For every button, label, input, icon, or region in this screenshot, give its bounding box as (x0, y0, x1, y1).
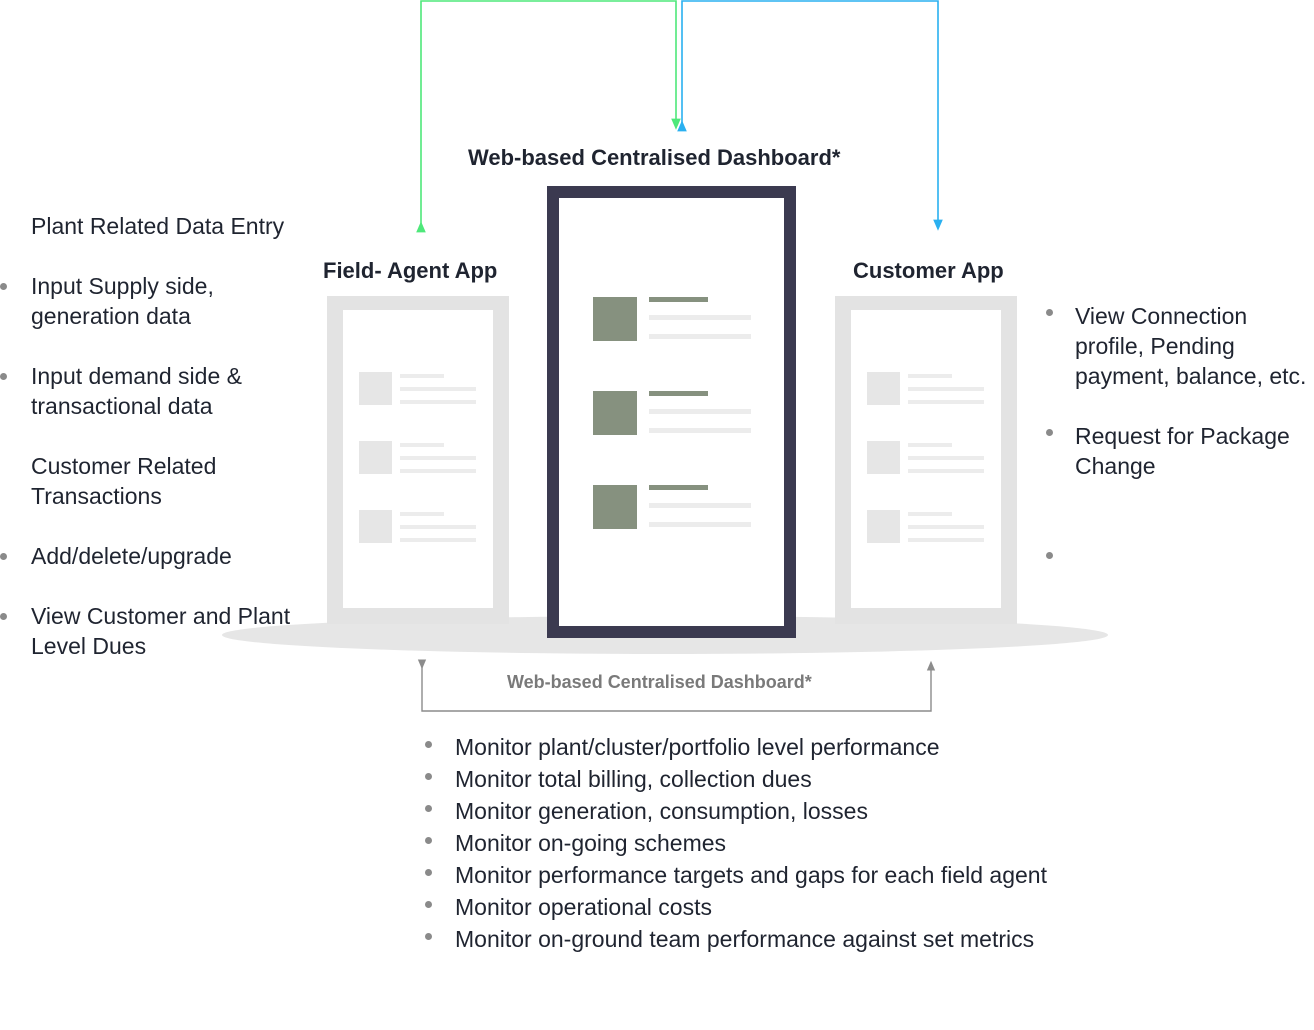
placeholder-block (593, 485, 637, 529)
placeholder-block (359, 441, 392, 474)
customer-item: View Connection profile, Pending payment… (1046, 301, 1310, 391)
placeholder-line (400, 512, 444, 516)
dashboard-item: Monitor on-going schemes (425, 828, 1275, 858)
customer-app-title: Customer App (853, 258, 1004, 283)
placeholder-line (908, 525, 984, 529)
placeholder-line (649, 334, 751, 339)
placeholder-line (649, 315, 751, 320)
field-agent-item: Add/delete/upgrade (0, 541, 301, 571)
dashboard-item: Monitor plant/cluster/portfolio level pe… (425, 732, 1275, 762)
placeholder-line (400, 538, 476, 542)
placeholder-line (649, 485, 708, 490)
dashboard-device (547, 186, 796, 638)
placeholder-line (649, 391, 708, 396)
placeholder-block (593, 391, 637, 435)
dashboard-item: Monitor performance targets and gaps for… (425, 860, 1275, 890)
dashboard-top-title: Web-based Centralised Dashboard* (468, 145, 841, 170)
field-agent-app-title: Field- Agent App (323, 258, 498, 283)
placeholder-block (867, 372, 900, 405)
field-agent-item: Input Supply side, generation data (0, 271, 301, 331)
placeholder-line (908, 374, 952, 378)
field-agent-item: Customer Related Transactions (31, 453, 217, 509)
dashboard-device-screen (559, 198, 784, 626)
placeholder-line (400, 387, 476, 391)
dashboard-bottom-label: Web-based Centralised Dashboard* (507, 672, 812, 692)
dashboard-item: Monitor operational costs (425, 892, 1275, 922)
placeholder-block (867, 510, 900, 543)
customer-feature-list: View Connection profile, Pending payment… (1046, 301, 1310, 511)
placeholder-line (649, 409, 751, 414)
customer-item: Request for Package Change (1046, 421, 1310, 481)
field-agent-phone (327, 296, 509, 624)
field-agent-item: Input demand side & transactional data (0, 361, 301, 421)
dashboard-item: Monitor generation, consumption, losses (425, 796, 1275, 826)
gray-bracket-connector (417, 659, 936, 712)
placeholder-line (649, 503, 751, 508)
blue-connector (677, 0, 943, 231)
empty-bullet (1046, 552, 1053, 559)
placeholder-line (649, 297, 708, 302)
field-agent-phone-screen (343, 310, 493, 608)
placeholder-line (908, 387, 984, 391)
placeholder-block (867, 441, 900, 474)
placeholder-block (593, 297, 637, 341)
dashboard-item: Monitor on-ground team performance again… (425, 924, 1275, 954)
placeholder-block (359, 372, 392, 405)
green-connector (416, 0, 681, 233)
placeholder-line (400, 443, 444, 447)
customer-phone (835, 296, 1017, 624)
placeholder-line (400, 456, 476, 460)
placeholder-line (908, 538, 984, 542)
placeholder-line (908, 443, 952, 447)
customer-phone-screen (851, 310, 1001, 608)
field-agent-item: Plant Related Data Entry (31, 213, 285, 239)
placeholder-line (649, 428, 751, 433)
placeholder-block (359, 510, 392, 543)
placeholder-line (908, 400, 984, 404)
field-agent-item: View Customer and Plant Level Dues (0, 601, 301, 661)
placeholder-line (908, 512, 952, 516)
dashboard-feature-list: Monitor plant/cluster/portfolio level pe… (425, 732, 1275, 956)
placeholder-line (908, 456, 984, 460)
placeholder-line (649, 522, 751, 527)
dashboard-item: Monitor total billing, collection dues (425, 764, 1275, 794)
placeholder-line (908, 469, 984, 473)
placeholder-line (400, 525, 476, 529)
placeholder-line (400, 400, 476, 404)
placeholder-line (400, 374, 444, 378)
placeholder-line (400, 469, 476, 473)
field-agent-feature-list: Plant Related Data Entry Input Supply si… (0, 211, 301, 691)
